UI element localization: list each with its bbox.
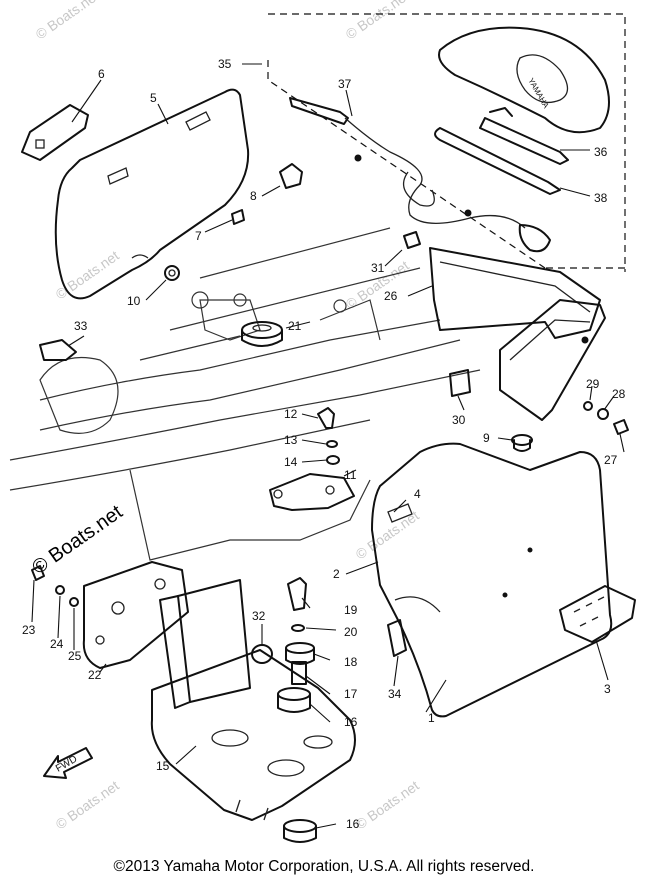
bolt-19 — [287, 577, 307, 611]
grommet-9 — [511, 434, 533, 452]
watermark: © Boats.net — [353, 507, 422, 562]
bracket-8 — [279, 163, 303, 189]
nut-25 — [69, 597, 79, 607]
leader-lines — [31, 63, 625, 829]
callout-20: 20 — [344, 625, 358, 639]
battery-tray — [150, 579, 356, 821]
seat-assembly-boundary — [267, 13, 626, 272]
battery-case — [429, 247, 606, 421]
callout-33: 33 — [74, 319, 88, 333]
callout-31: 31 — [371, 261, 385, 275]
washer-29 — [583, 401, 593, 411]
callout-14: 14 — [284, 455, 298, 469]
motorcycle-frame — [9, 227, 481, 561]
callout-29: 29 — [586, 377, 600, 391]
watermark: © Boats.net — [53, 777, 122, 832]
callout-37: 37 — [338, 77, 352, 91]
watermark: © Boats.net — [53, 247, 122, 302]
callout-21: 21 — [288, 319, 302, 333]
callout-32: 32 — [252, 609, 266, 623]
watermarks: © Boats.net © Boats.net © Boats.net © Bo… — [33, 0, 422, 832]
damper-18 — [285, 642, 315, 665]
bracket-11 — [269, 473, 355, 511]
callout-12: 12 — [284, 407, 298, 421]
holder-plate-22 — [82, 561, 189, 669]
nut-14 — [326, 455, 340, 465]
holder-33 — [39, 339, 77, 361]
seat-bracket-38 — [434, 127, 561, 195]
callout-3: 3 — [604, 682, 611, 696]
callout-36: 36 — [594, 145, 608, 159]
callout-16-upper: 16 — [344, 715, 358, 729]
callout-11: 11 — [344, 468, 357, 482]
right-side-cover — [371, 442, 613, 718]
callout-numbers: 1 2 3 5 6 7 8 9 10 11 12 13 14 15 16 16 … — [22, 57, 626, 831]
washer-13 — [326, 440, 338, 448]
rubber-32 — [251, 644, 273, 664]
callout-15: 15 — [156, 759, 170, 773]
emblem-6 — [21, 104, 89, 161]
callout-22: 22 — [88, 668, 102, 682]
callout-19: 19 — [344, 603, 358, 617]
callout-10: 10 — [127, 294, 141, 308]
bolt-12 — [317, 407, 335, 429]
callout-5: 5 — [150, 91, 157, 105]
callout-28: 28 — [612, 387, 626, 401]
seat-lock-cable — [289, 97, 551, 253]
callout-7: 7 — [195, 229, 202, 243]
clip-7 — [231, 209, 245, 225]
cushion-30 — [449, 369, 471, 397]
emblem-screw — [35, 139, 45, 149]
washer-28 — [597, 408, 609, 420]
washer-24 — [55, 585, 65, 595]
watermark: © Boats.net — [353, 777, 422, 832]
bolt-23 — [31, 565, 45, 581]
cushion-16-upper — [277, 687, 311, 713]
copyright-notice: ©2013 Yamaha Motor Corporation, U.S.A. A… — [113, 858, 535, 875]
seat-brand-label: YAMAHA — [526, 77, 551, 111]
callout-38: 38 — [594, 191, 608, 205]
grommet-10 — [164, 265, 180, 281]
grommet-21 — [241, 321, 283, 347]
damper-31 — [403, 231, 421, 249]
seat: YAMAHA — [438, 26, 610, 134]
bolt-27 — [613, 419, 629, 435]
rubber-34 — [387, 619, 407, 657]
callout-27: 27 — [604, 453, 618, 467]
cushion-16-lower — [283, 819, 317, 843]
callout-34: 34 — [388, 687, 402, 701]
watermark: © Boats.net — [33, 0, 102, 42]
callout-16-lower: 16 — [346, 817, 360, 831]
watermark: © Boats.net — [343, 0, 412, 42]
callout-6: 6 — [98, 67, 105, 81]
callout-30: 30 — [452, 413, 466, 427]
callout-1: 1 — [428, 711, 435, 725]
callout-13: 13 — [284, 433, 298, 447]
callout-26: 26 — [384, 289, 398, 303]
callout-25: 25 — [68, 649, 82, 663]
fwd-arrow-icon: FWD — [43, 747, 93, 779]
left-side-cover — [54, 88, 250, 300]
callout-18: 18 — [344, 655, 358, 669]
callout-24: 24 — [50, 637, 64, 651]
callout-2: 2 — [333, 567, 340, 581]
seat-bracket-36 — [479, 107, 569, 165]
washer-20 — [291, 624, 305, 632]
callout-9: 9 — [483, 431, 490, 445]
callout-17: 17 — [344, 687, 358, 701]
callout-23: 23 — [22, 623, 36, 637]
emblem-3 — [559, 585, 636, 643]
boats-net-logo: © Boats.net — [28, 501, 127, 579]
callout-35: 35 — [218, 57, 232, 71]
callout-8: 8 — [250, 189, 257, 203]
callout-4: 4 — [414, 487, 421, 501]
spacer-17 — [291, 661, 307, 685]
